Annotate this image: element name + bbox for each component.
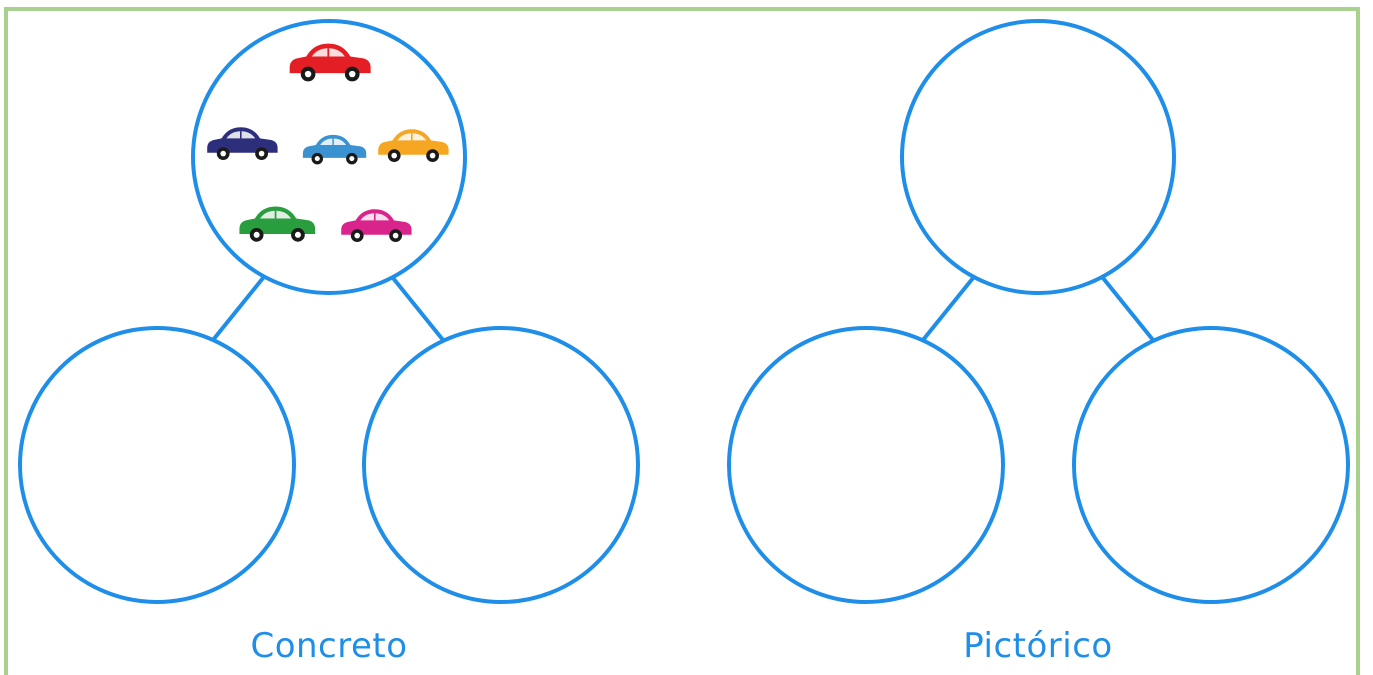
connector-line-right [1101, 276, 1155, 342]
caption-concreto: Concreto [250, 626, 407, 666]
caption-pictorico: Pictórico [963, 626, 1112, 666]
connector-line-left [211, 276, 265, 342]
connector-line-left [921, 276, 975, 342]
part-circle-left[interactable] [727, 326, 1005, 604]
part-circle-right[interactable] [1072, 326, 1350, 604]
whole-circle[interactable] [900, 19, 1176, 295]
part-circle-right[interactable] [362, 326, 640, 604]
number-bond-pictorico: Pictórico [727, 19, 1350, 666]
number-bond-concreto: Concreto [18, 19, 640, 666]
part-circle-left[interactable] [18, 326, 296, 604]
diagram-frame [4, 7, 1360, 675]
connector-line-right [391, 276, 445, 342]
